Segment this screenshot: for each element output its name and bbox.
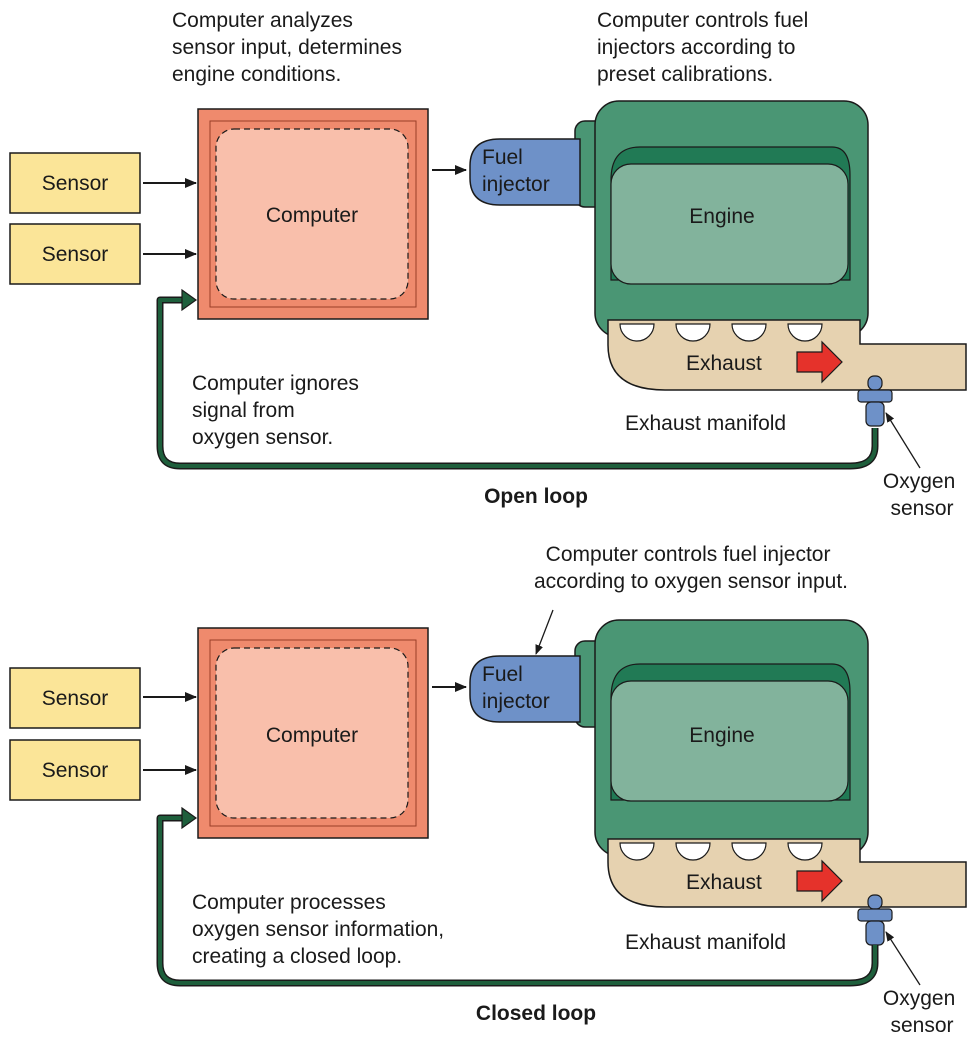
exhaust-manifold-label: Exhaust manifold [625,931,786,954]
injector-label: Fuel injector [482,146,550,196]
exhaust-manifold-label: Exhaust manifold [625,412,786,435]
sensor-box-1: Sensor [9,152,141,214]
feedback-arrowhead [181,288,198,312]
engine-block: Engine [574,619,869,857]
engine-block: Engine [574,100,869,338]
sensor-label: Sensor [42,243,109,266]
engine-label: Engine [689,205,754,228]
exhaust-flow-arrow [796,340,843,384]
sensor-label: Sensor [42,172,109,195]
oxygen-sensor-pointer [885,412,921,469]
exhaust-manifold: Exhaust [607,838,967,908]
sensor-box-1: Sensor [9,667,141,729]
computer-label: Computer [266,724,358,747]
note-injectors: Computer controls fuel injectors accordi… [597,9,814,86]
note-injector-pointer [535,609,554,655]
sensor-box-2: Sensor [9,739,141,801]
closed-loop-panel: Computer controls fuel injector accordin… [9,543,967,1037]
feedback-arrowhead [181,806,198,830]
exhaust-manifold: Exhaust [607,319,967,391]
oxygen-sensor-label: Oxygen sensor [883,470,961,520]
exhaust-flow-arrow [796,859,843,903]
injector-label: Fuel injector [482,663,550,713]
note-injector: Computer controls fuel injector accordin… [534,543,848,593]
open-loop-caption: Open loop [484,485,588,508]
oxygen-sensor-label: Oxygen sensor [883,987,961,1037]
open-loop-panel: Computer analyzes sensor input, determin… [9,9,967,520]
closed-loop-caption: Closed loop [476,1002,596,1025]
computer-label: Computer [266,204,358,227]
sensor-label: Sensor [42,759,109,782]
note-computer: Computer analyzes sensor input, determin… [172,9,408,86]
computer-box: Computer [197,108,429,320]
oxygen-sensor [857,894,893,946]
fuel-injector: Fuel injector [469,655,581,723]
fuel-injector: Fuel injector [469,138,581,206]
oxygen-sensor-pointer [885,931,921,986]
computer-box: Computer [197,627,429,839]
exhaust-label: Exhaust [686,352,762,375]
note-feedback: Computer processes oxygen sensor informa… [192,891,450,968]
oxygen-sensor [857,375,893,427]
exhaust-label: Exhaust [686,871,762,894]
engine-label: Engine [689,724,754,747]
sensor-box-2: Sensor [9,223,141,285]
sensor-label: Sensor [42,687,109,710]
note-feedback: Computer ignores signal from oxygen sens… [192,372,365,449]
